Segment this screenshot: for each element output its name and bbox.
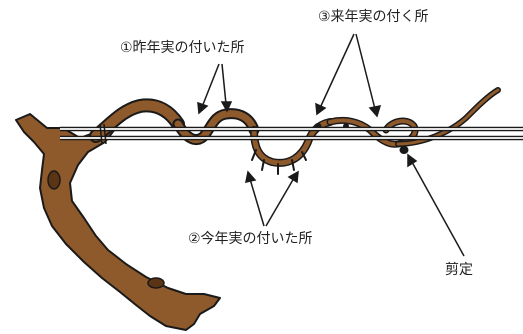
arrow-pruning — [407, 153, 465, 257]
trunk-knot — [47, 170, 61, 190]
label-last-year-fruiting-spot: ①昨年実の付いた所 — [120, 40, 245, 56]
arrows-last-year — [197, 63, 233, 115]
label-this-year-fruiting-spot: ②今年実の付いた所 — [188, 231, 313, 247]
trunk — [15, 113, 221, 331]
branch-base-fill — [91, 100, 183, 141]
wire-ties — [99, 123, 107, 145]
arrows-this-year — [245, 170, 299, 227]
label-pruning: 剪定 — [445, 262, 473, 278]
label-next-year-fruiting-spot: ③来年実の付く所 — [318, 9, 429, 25]
this-year-buds — [251, 149, 307, 175]
cane-tip — [396, 88, 500, 146]
arrows-next-year — [315, 33, 382, 118]
trunk-knot — [147, 277, 165, 289]
